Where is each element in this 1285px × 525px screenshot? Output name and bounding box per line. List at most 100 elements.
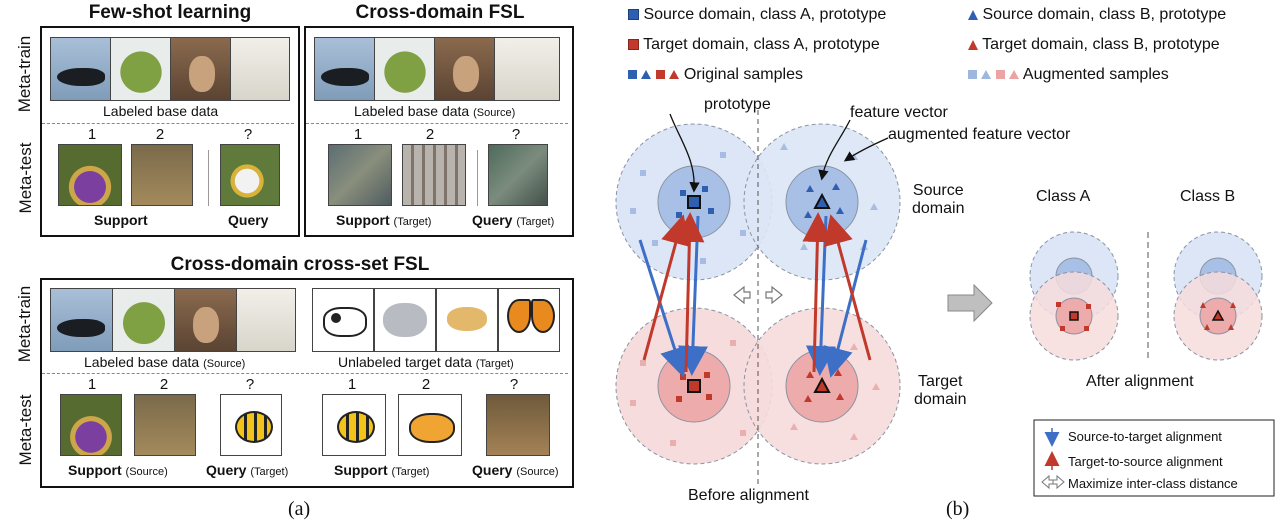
cdfsl-support-text: Support <box>336 212 390 228</box>
cs-num-1a: 1 <box>87 376 97 393</box>
cs-num-qa: ? <box>245 376 255 393</box>
legend-aug-blue-tri <box>981 70 992 80</box>
cs-query2-sub: (Source) <box>516 466 559 478</box>
cdfsl-query-label: Query (Target) <box>472 212 554 228</box>
cs-query2-label: Query (Source) <box>472 462 559 478</box>
cdfsl-support-label: Support (Target) <box>336 212 431 228</box>
after-class-a-cluster <box>1029 231 1119 361</box>
fsl-support-label: Support <box>94 212 148 228</box>
cs-num-2a: 2 <box>159 376 169 393</box>
fsl-query-divider <box>208 150 209 206</box>
key-maximize-text: Maximize inter-class distance <box>1068 476 1238 491</box>
label-target-line1: Target <box>918 373 963 390</box>
legend-tgt-b-text: Target domain, class B, prototype <box>982 36 1220 53</box>
cs-query-cartoon-bee <box>220 394 282 456</box>
legend-src-b-marker <box>968 9 978 20</box>
cs-num-2b: 2 <box>421 376 431 393</box>
cs-support-cartoon-bee <box>322 394 386 456</box>
cdcsfsl-target-label: Unlabeled target data (Target) <box>338 354 514 370</box>
legend-orig-blue-tri <box>641 70 652 80</box>
alignment-key-box <box>1033 419 1275 497</box>
cs-query-lion <box>486 394 550 456</box>
cdfsl-num-1: 1 <box>353 126 363 143</box>
label-after-alignment: After alignment <box>1086 373 1194 390</box>
label-source-line1: Source <box>912 182 964 199</box>
key-distance-icon <box>1041 474 1065 490</box>
cd-base-image-salad <box>374 37 436 101</box>
cdcsfsl-base-label: Labeled base data (Source) <box>84 354 245 370</box>
aerial-image-1 <box>328 144 392 206</box>
label-target-line2: domain <box>914 391 967 408</box>
cs-query2-text: Query <box>472 462 513 478</box>
cs-support2-label: Support (Target) <box>334 462 429 478</box>
label-aug-feature-vector: augmented feature vector <box>888 126 1071 143</box>
aug-feature-pointer <box>843 137 889 162</box>
cd-base-image-rabbit <box>434 37 496 101</box>
cdcsfsl-target-sub: (Target) <box>475 358 514 370</box>
legend-aug-blue-sq <box>968 70 977 80</box>
cdfsl-base-sub: (Source) <box>473 107 516 119</box>
alignment-diagram <box>615 110 1275 497</box>
fsl-meta-test-label: Meta-test <box>16 142 35 214</box>
label-source-line2: domain <box>912 200 965 217</box>
base-image-rabbit <box>170 37 232 101</box>
label-feature-vector: feature vector <box>850 104 948 121</box>
cs-base-image-rabbit <box>174 288 238 352</box>
cs-support1-label: Support (Source) <box>68 462 168 478</box>
cd-base-image-orca <box>314 37 376 101</box>
cdfsl-query-divider <box>477 150 478 206</box>
legend-tgt-a-marker <box>628 39 639 51</box>
aerial-image-query <box>488 144 548 206</box>
cs-support1-text: Support <box>68 462 122 478</box>
legend-src-b-text: Source domain, class B, prototype <box>982 6 1227 23</box>
legend-augmented: Augmented samples <box>968 66 1169 84</box>
cs-support-lion <box>134 394 196 456</box>
key-t2s-text: Target-to-source alignment <box>1068 454 1223 469</box>
legend-aug-red-sq <box>995 70 1005 80</box>
target-to-source-arrows <box>642 212 872 373</box>
fsl-num-1: 1 <box>87 126 97 143</box>
legend-tgt-b-marker <box>968 39 978 50</box>
cdfsl-base-text: Labeled base data <box>354 103 470 119</box>
legend-tgt-a: Target domain, class A, prototype <box>628 36 880 54</box>
cdfsl-divider <box>306 123 568 124</box>
cs-query1-text: Query <box>206 462 247 478</box>
base-image-salad <box>110 37 172 101</box>
cdfsl-query-sub: (Target) <box>516 216 555 228</box>
cd-base-image-bathroom <box>494 37 560 101</box>
cdcsfsl-meta-train-label: Meta-train <box>15 285 34 363</box>
cs-support-cartoon-lion <box>398 394 462 456</box>
maximize-distance-icon <box>733 285 783 305</box>
key-s2t-text: Source-to-target alignment <box>1068 429 1222 444</box>
legend-src-b: Source domain, class B, prototype <box>968 6 1226 24</box>
legend-orig-red-sq <box>655 70 665 80</box>
cs-support2-sub: (Target) <box>391 466 430 478</box>
label-class-b: Class B <box>1180 188 1236 205</box>
cs-num-qb: ? <box>509 376 519 393</box>
cs-base-image-salad <box>112 288 176 352</box>
cs-query1-label: Query (Target) <box>206 462 288 478</box>
prototype-target-b <box>813 376 831 393</box>
cdcsfsl-divider <box>42 373 568 374</box>
prototype-target-a <box>687 379 701 393</box>
legend-tgt-a-text: Target domain, class A, prototype <box>643 36 880 53</box>
prototype-source-a <box>687 195 701 209</box>
fsl-base-label: Labeled base data <box>103 103 219 119</box>
legend-aug-red-tri <box>1009 70 1020 80</box>
feature-vector-pointer <box>818 119 851 181</box>
caption-b: (b) <box>946 498 970 520</box>
transition-arrow <box>947 283 993 323</box>
support-image-bee <box>58 144 122 206</box>
legend-orig-red-tri <box>669 70 680 80</box>
cdcsfsl-title: Cross-domain cross-set FSL <box>170 254 430 275</box>
cartoon-elephant <box>374 288 436 352</box>
prototype-pointer <box>669 113 700 193</box>
label-class-a: Class A <box>1036 188 1091 205</box>
cs-base-image-orca <box>50 288 114 352</box>
legend-augmented-text: Augmented samples <box>1022 66 1169 83</box>
cdfsl-base-label: Labeled base data (Source) <box>354 103 515 119</box>
cdfsl-support-sub: (Target) <box>393 216 432 228</box>
fsl-title: Few-shot learning <box>88 2 252 23</box>
label-prototype: prototype <box>704 96 771 113</box>
legend-src-a-marker <box>628 9 639 21</box>
